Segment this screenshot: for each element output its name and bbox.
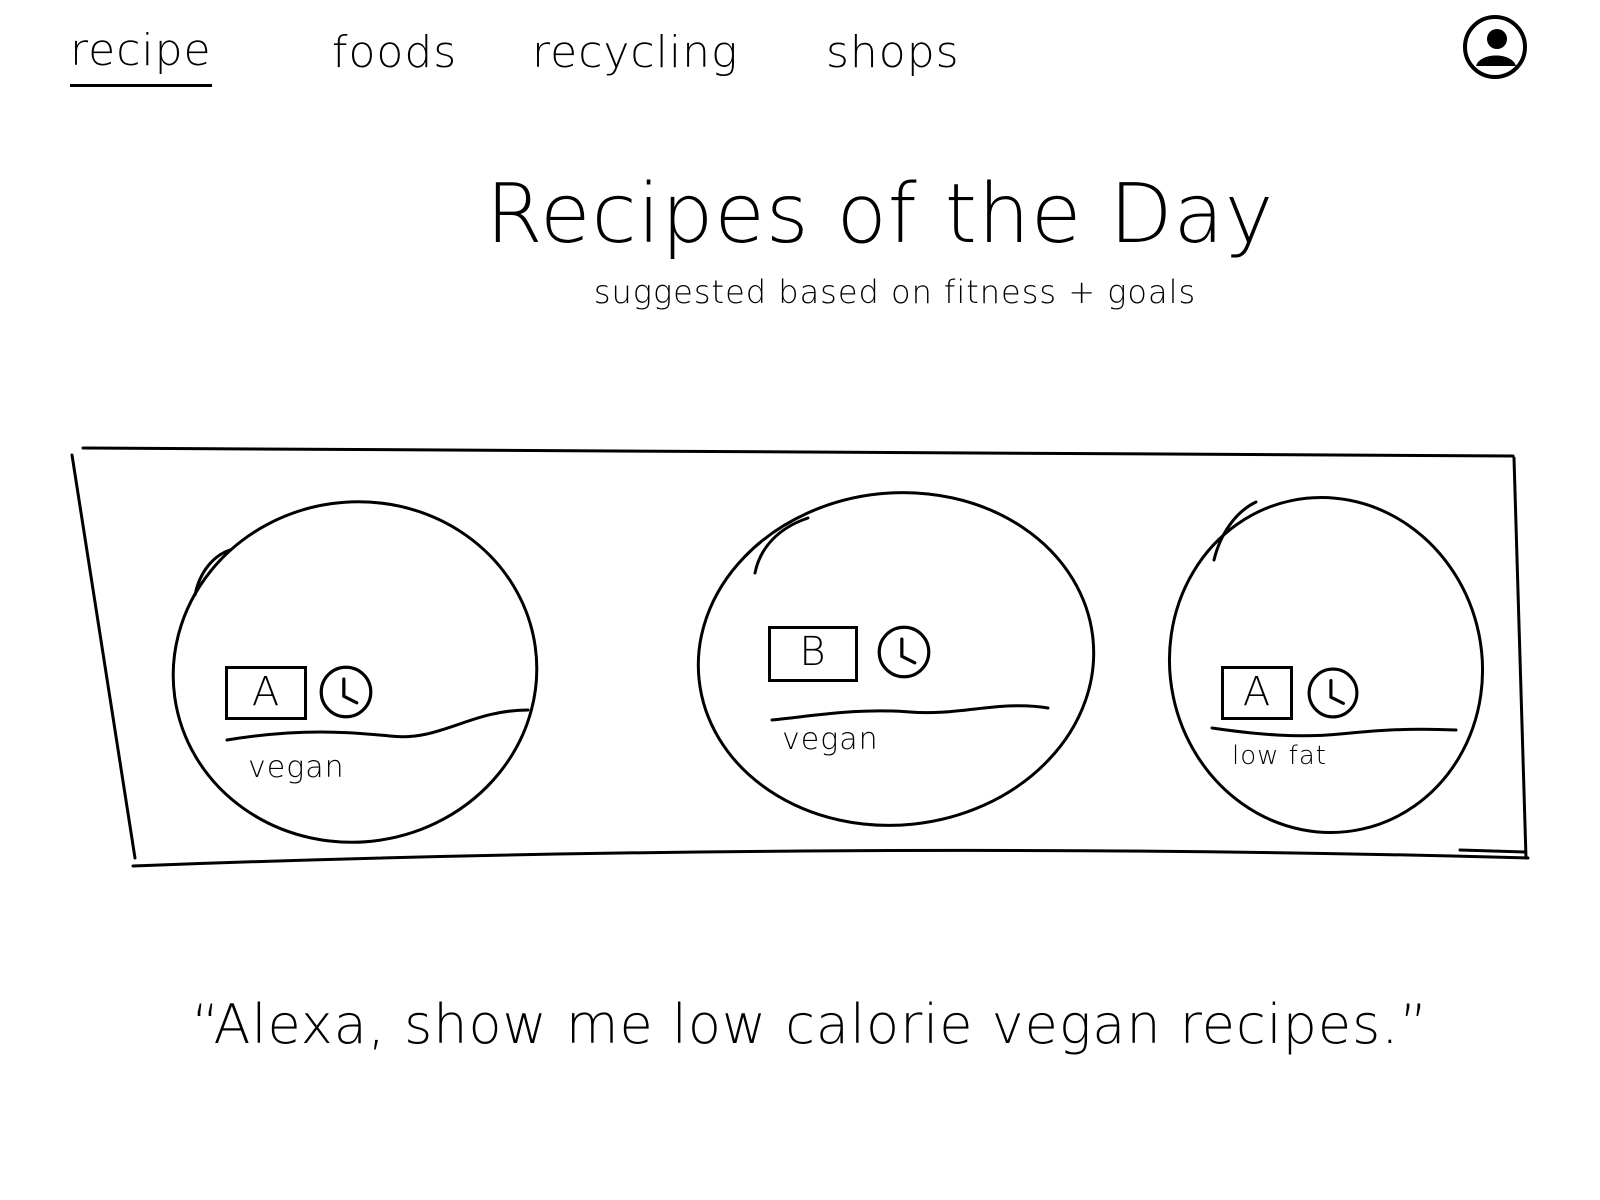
page-title: Recipes of the Day	[485, 167, 1275, 262]
nav-item-shops[interactable]: shops	[826, 27, 960, 78]
clock-icon	[1307, 667, 1359, 719]
nav-item-foods[interactable]: foods	[332, 27, 458, 78]
clock-icon	[877, 625, 931, 679]
diet-tag: vegan	[248, 750, 345, 785]
recipe-card-2[interactable]: B vegan	[700, 494, 1100, 830]
grade-badge: B	[768, 626, 858, 682]
diet-tag: low fat	[1232, 741, 1327, 771]
recipe-card-3[interactable]: A low fat	[1170, 498, 1490, 836]
nav-item-recycling[interactable]: recycling	[532, 27, 739, 78]
voice-command-example: “Alexa, show me low calorie vegan recipe…	[191, 993, 1429, 1056]
nav-item-recipe[interactable]: recipe	[70, 18, 212, 87]
grade-badge: A	[1221, 666, 1293, 720]
diet-tag: vegan	[782, 722, 879, 757]
page-subtitle: suggested based on fitness + goals	[593, 273, 1197, 311]
user-circle-icon	[1463, 15, 1527, 79]
clock-icon	[319, 665, 373, 719]
recipe-card-1[interactable]: A vegan	[175, 502, 535, 842]
grade-badge: A	[225, 666, 307, 720]
profile-button[interactable]	[1462, 14, 1528, 80]
